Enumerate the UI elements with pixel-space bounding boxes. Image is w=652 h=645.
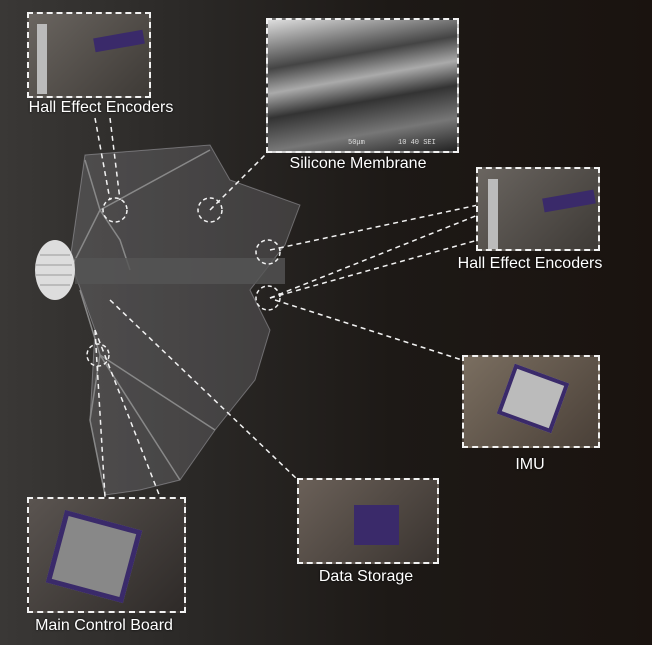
encoder-tool [37,24,47,94]
sem-scale: 50μm [348,139,365,147]
sem-info: 10 40 SEI [398,139,436,147]
encoder-pcb [542,189,596,213]
robot-body [75,258,285,284]
encoder-tool [488,179,498,249]
silicone-membrane-sem-photo: 50μm 10 40 SEI [266,18,459,153]
data-storage-label: Data Storage [318,568,414,585]
storage-board [354,505,399,545]
leader-lines [94,117,479,498]
hall-encoder-right-label: Hall Effect Encoders [457,255,603,272]
highlight-circles [86,197,281,367]
imu-label: IMU [515,456,545,473]
silicone-membrane-label: Silicone Membrane [289,155,427,172]
head-grille [36,254,72,286]
hall-encoder-right-photo [476,167,600,251]
wing-membrane [69,144,301,496]
main-control-board-label: Main Control Board [35,617,173,634]
data-storage-photo [297,478,439,564]
imu-board [496,363,570,434]
encoder-pcb [93,29,145,53]
hall-encoder-top-label: Hall Effect Encoders [28,99,174,116]
main-control-board-photo [27,497,186,613]
hall-encoder-top-photo [27,12,151,98]
robot-head [35,240,75,300]
control-board [45,509,143,604]
imu-photo [462,355,600,448]
